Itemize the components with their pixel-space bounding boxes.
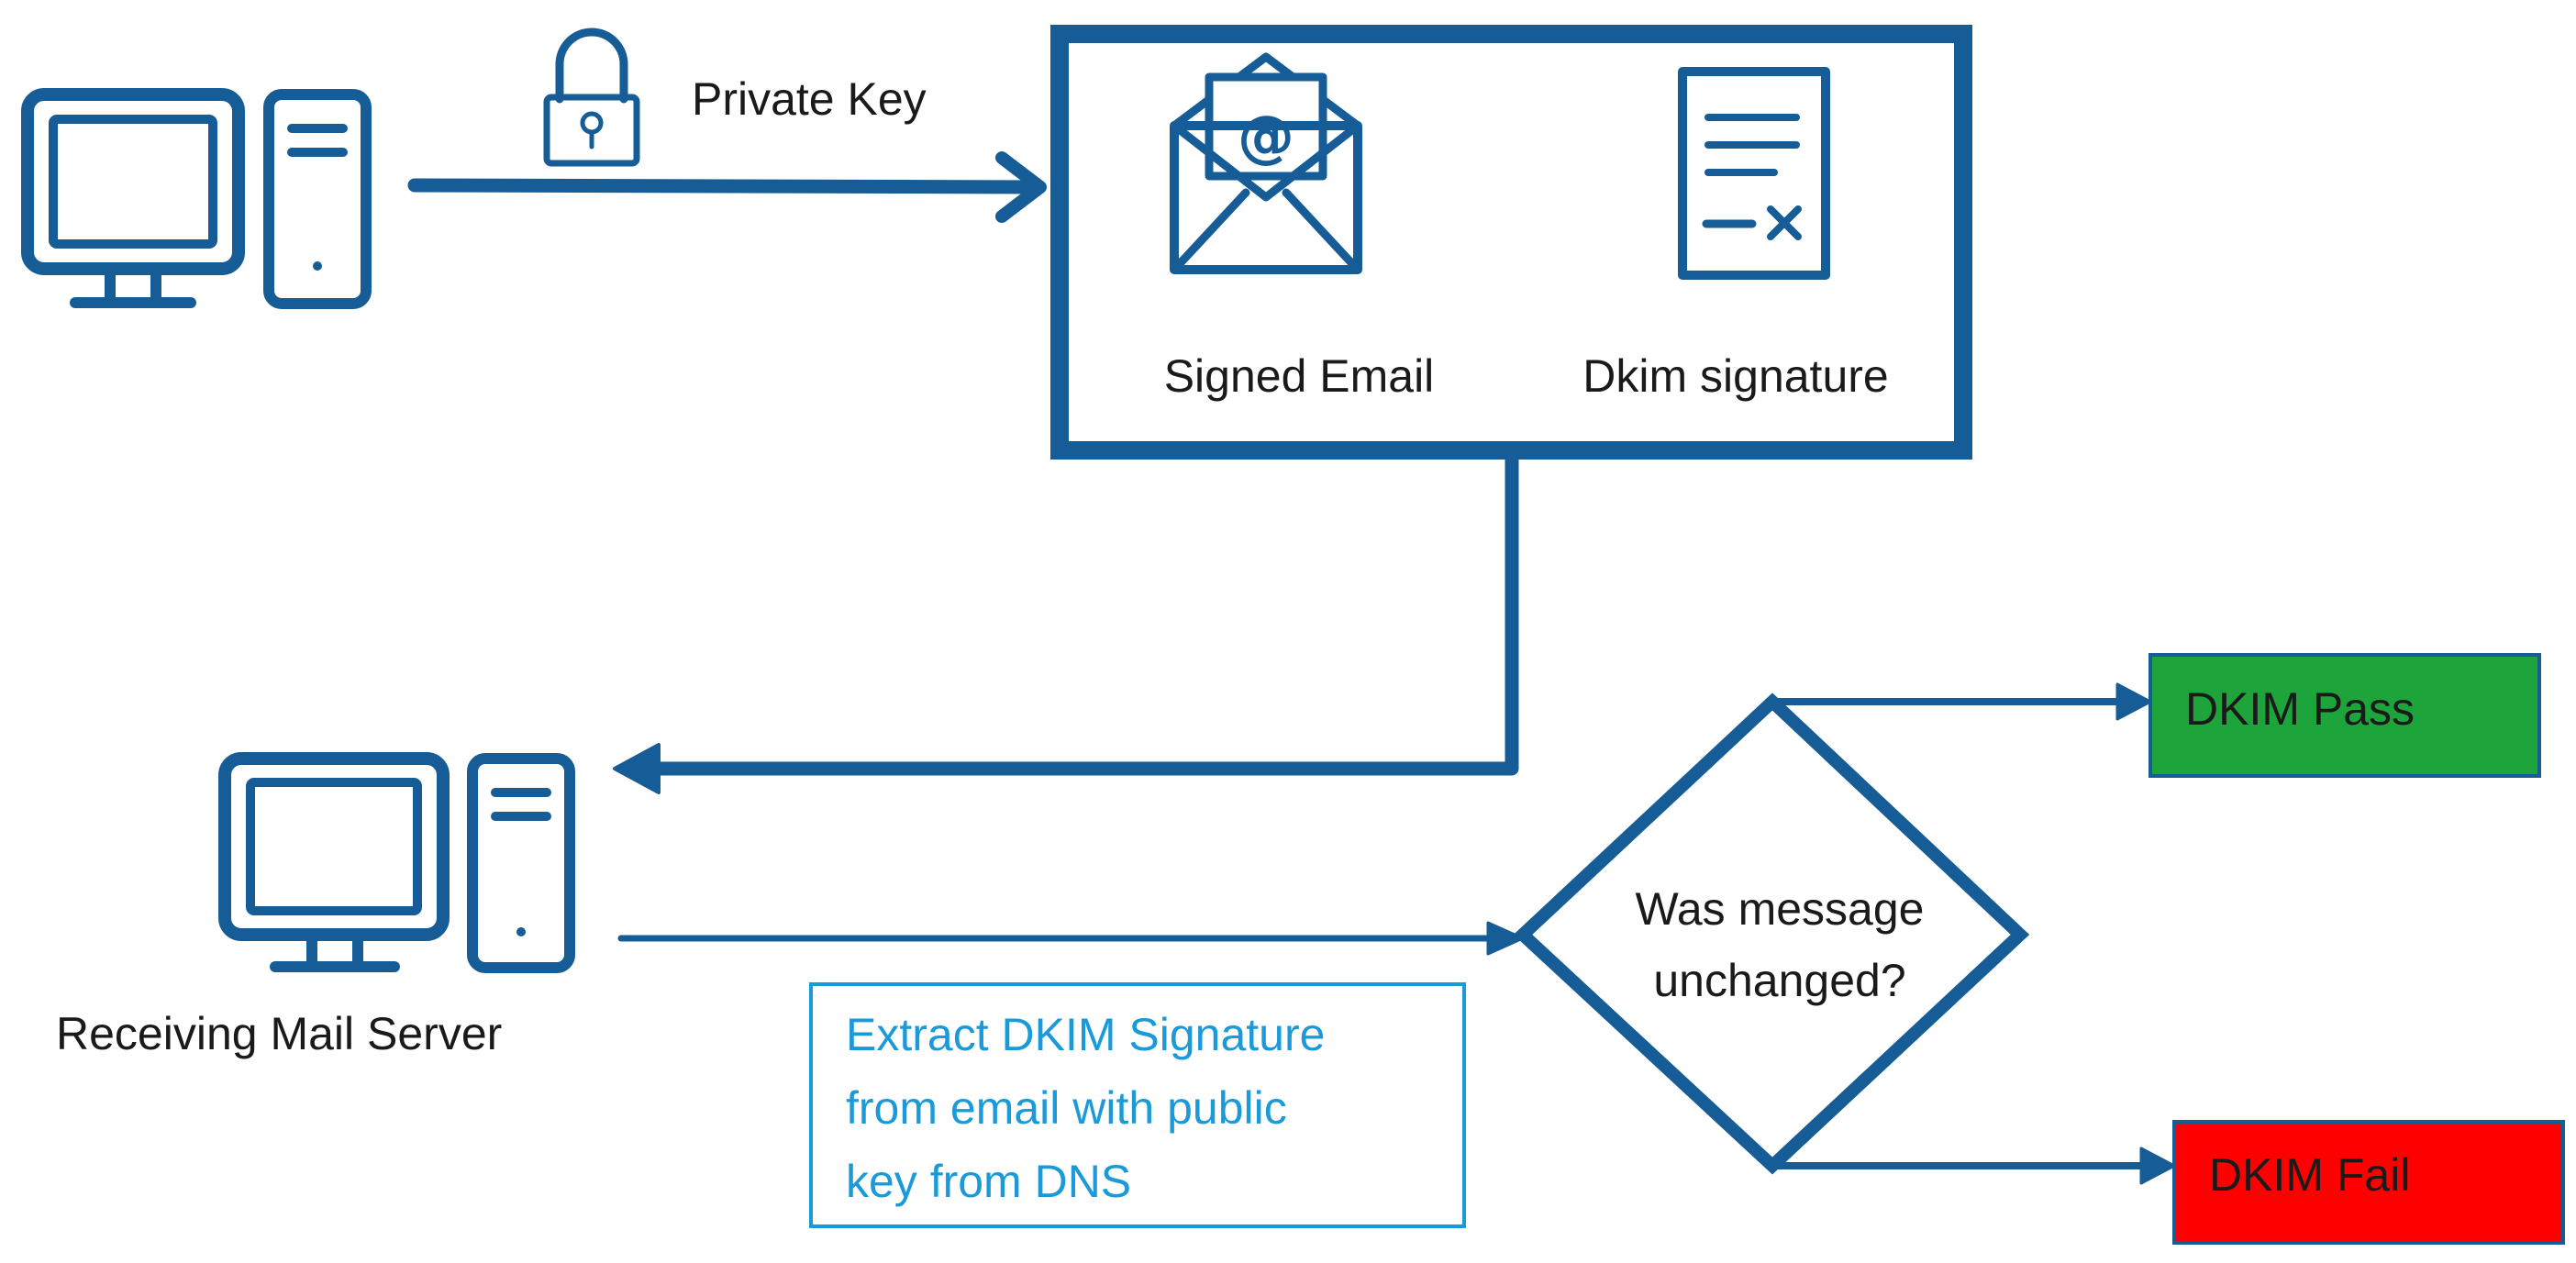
dkim-fail-label: DKIM Fail xyxy=(2209,1149,2410,1201)
receiver-computer-icon xyxy=(218,752,575,973)
pass-arrow xyxy=(1769,682,2152,721)
dkim-pass-label: DKIM Pass xyxy=(2185,683,2415,735)
note-line-3: key from DNS xyxy=(846,1156,1131,1207)
note-line-1: Extract DKIM Signature xyxy=(846,1009,1325,1060)
extract-signature-note xyxy=(809,982,1466,1228)
decision-line-2: unchanged? xyxy=(1653,955,1905,1006)
dkim-fail-box xyxy=(2172,1120,2565,1245)
verify-arrow xyxy=(617,921,1525,956)
receiving-server-label: Receiving Mail Server xyxy=(56,1008,502,1059)
sign-arrow xyxy=(407,151,1047,223)
signed-message-box xyxy=(1050,25,1972,460)
svg-text:@: @ xyxy=(1238,103,1294,170)
signed-email-label: Signed Email xyxy=(1164,350,1435,402)
private-key-label: Private Key xyxy=(692,73,927,125)
decision-line-1: Was message xyxy=(1636,883,1925,935)
signed-document-icon xyxy=(1678,67,1830,280)
delivery-arrow xyxy=(613,451,1519,794)
sender-computer-icon xyxy=(21,88,372,309)
padlock-icon xyxy=(543,28,640,167)
open-envelope-at-icon: @ xyxy=(1170,52,1362,274)
note-line-2: from email with public xyxy=(846,1082,1287,1134)
dkim-pass-box xyxy=(2149,653,2541,778)
fail-arrow xyxy=(1769,1147,2176,1185)
dkim-signature-label: Dkim signature xyxy=(1582,350,1888,402)
